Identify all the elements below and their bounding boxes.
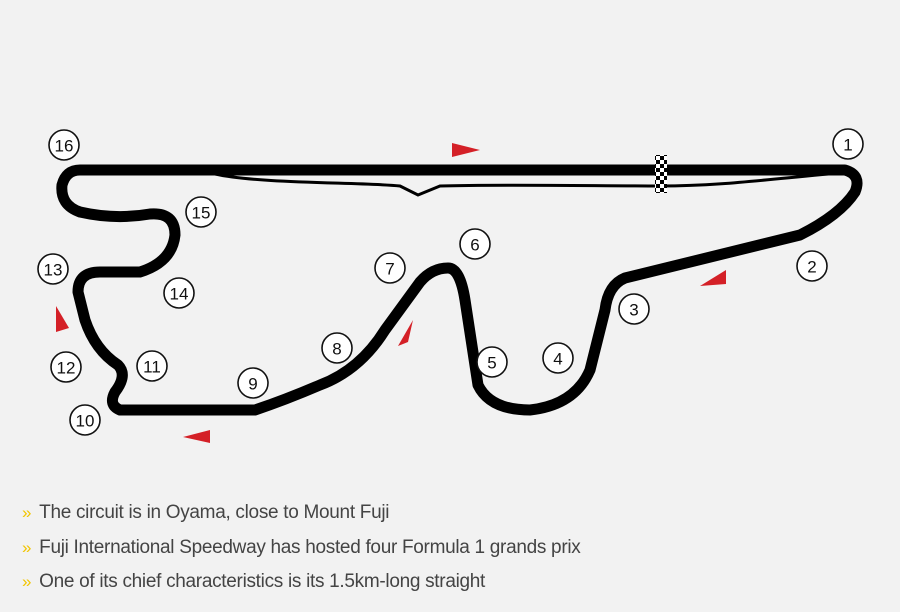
corner-marker (48, 129, 80, 161)
facts-list: » The circuit is in Oyama, close to Mount… (22, 496, 581, 600)
fact-text: Fuji International Speedway has hosted f… (39, 536, 581, 558)
corner-number: 10 (76, 412, 95, 431)
corner-marker (542, 342, 574, 374)
corner-number: 9 (248, 375, 257, 394)
corner-number: 4 (553, 350, 562, 369)
corner-number: 15 (192, 204, 211, 223)
direction-arrow-icon (398, 320, 413, 346)
corner-number: 11 (143, 358, 161, 377)
corner-number: 12 (57, 359, 76, 378)
fact-text: One of its chief characteristics is its … (39, 571, 486, 593)
corner-number: 5 (487, 354, 496, 373)
corner-marker (69, 404, 101, 436)
corner-marker (618, 293, 650, 325)
corner-marker (50, 351, 82, 383)
corner-number: 7 (385, 260, 394, 279)
direction-arrow-icon (700, 270, 726, 286)
corner-marker (832, 128, 864, 160)
finish-line-checkered-flag (655, 155, 667, 193)
corner-marker (136, 350, 168, 382)
corner-number: 16 (55, 137, 74, 156)
corner-number: 1 (843, 136, 852, 155)
corner-marker (476, 346, 508, 378)
bullet-icon: » (22, 503, 32, 523)
corner-number: 13 (44, 261, 63, 280)
direction-arrow-icon (452, 143, 480, 157)
fact-item: » One of its chief characteristics is its… (22, 565, 580, 600)
fact-item: » Fuji International Speedway has hosted … (22, 531, 581, 566)
bullet-icon: » (22, 537, 32, 557)
corner-marker (237, 367, 269, 399)
pit-lane (214, 170, 851, 197)
corner-number: 3 (629, 301, 638, 320)
corner-marker (185, 196, 217, 228)
corner-marker (796, 250, 828, 282)
corner-marker (37, 253, 69, 285)
corner-number: 2 (807, 258, 816, 277)
direction-arrow-icon (56, 306, 69, 332)
corner-number: 6 (470, 236, 479, 255)
corner-marker (321, 332, 353, 364)
corner-marker (374, 252, 406, 284)
corner-number: 8 (332, 340, 341, 359)
corner-marker (163, 277, 195, 309)
fact-text: The circuit is in Oyama, close to Mount … (39, 502, 390, 524)
bullet-icon: » (22, 572, 32, 592)
fact-item: » The circuit is in Oyama, close to Mount… (22, 496, 580, 531)
corner-marker (459, 228, 491, 260)
track (56, 164, 863, 416)
direction-arrow-icon (183, 430, 210, 443)
corner-number: 14 (170, 285, 189, 304)
